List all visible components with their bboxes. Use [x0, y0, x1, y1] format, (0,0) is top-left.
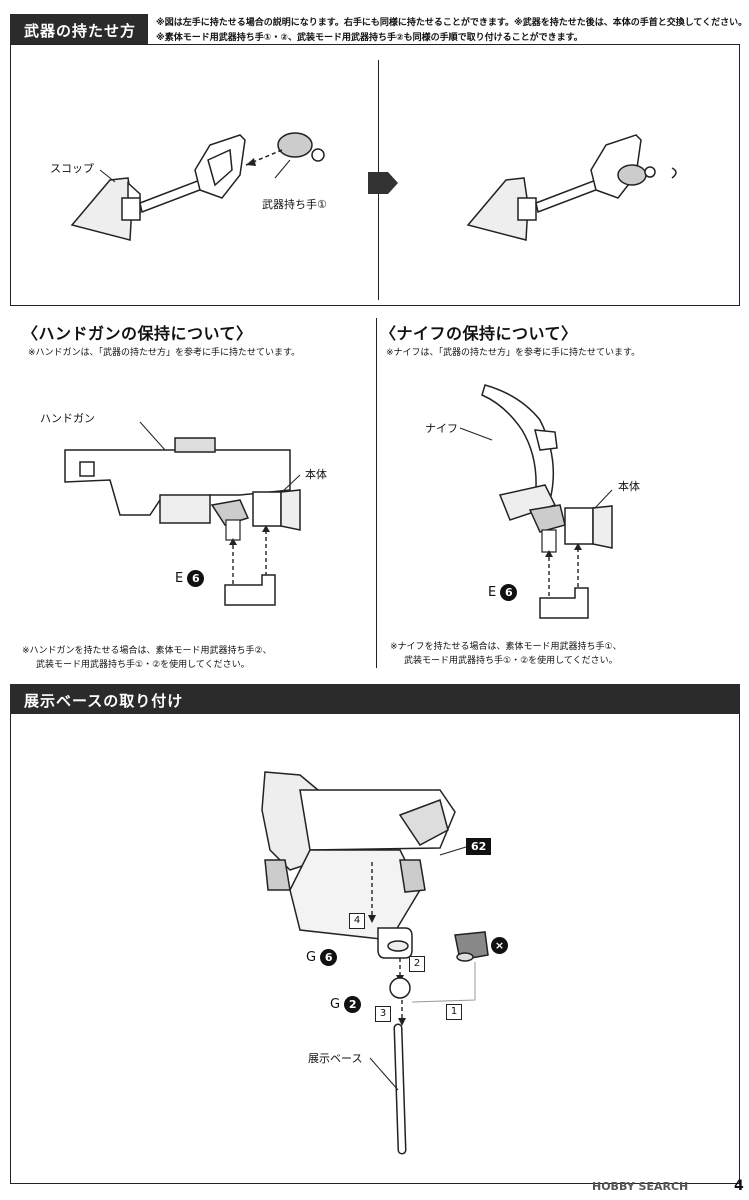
handgun-footnote-1: ※ハンドガンを持たせる場合は、素体モード用武器持ち手②、: [22, 646, 272, 656]
part-letter: E: [488, 585, 497, 600]
step-1: 1: [446, 1004, 462, 1020]
g6-part: [377, 927, 413, 959]
label-shovel: スコップ: [50, 162, 94, 175]
part-number-badge: 6: [320, 949, 338, 966]
base-diagram-frame: [10, 714, 740, 1184]
knife-part-e6: E 6: [488, 584, 518, 601]
part-letter: E: [175, 571, 184, 586]
handgun-note: ※ハンドガンは、「武器の持たせ方」を参考に手に持たせています。: [28, 348, 301, 358]
section-header-base: 展示ベースの取り付け: [10, 684, 740, 714]
knife-note: ※ナイフは、「武器の持たせ方」を参考に手に持たせています。: [386, 348, 641, 358]
label-display-base: 展示ベース: [308, 1052, 363, 1065]
knife-footnote-2: 武装モード用武器持ち手①・②を使用してください。: [404, 656, 618, 666]
handgun-body-wrist: [252, 489, 301, 531]
wrong-mark-icon: ×: [491, 937, 508, 954]
part-letter: G: [306, 950, 317, 965]
label-handgun: ハンドガン: [40, 412, 95, 425]
g2-part: [389, 977, 411, 999]
label-handgun-body: 本体: [305, 468, 327, 481]
part-number-badge: 2: [344, 996, 362, 1013]
section-title-weapon: 武器の持たせ方: [24, 22, 137, 40]
page-number: 4: [734, 1178, 744, 1194]
step-3: 3: [375, 1006, 391, 1022]
part-g6: G 6: [306, 949, 338, 966]
weapon-note-2: ※素体モード用武器持ち手①・②、武装モード用武器持ち手②も同様の手順で取り付ける…: [156, 33, 583, 43]
part-badge-62: 62: [466, 838, 492, 855]
handgun-illustration: [64, 437, 291, 524]
step-4: 4: [349, 913, 365, 929]
knife-footnote-1: ※ナイフを持たせる場合は、素体モード用武器持ち手①、: [390, 642, 622, 652]
knife-heading: 〈ナイフの保持について〉: [380, 324, 578, 343]
handgun-heading: 〈ハンドガンの保持について〉: [22, 324, 253, 343]
handgun-knife-divider: [376, 318, 377, 668]
weapon-note-1: ※図は左手に持たせる場合の説明になります。右手にも同様に持たせることができます。…: [156, 18, 748, 28]
wrong-part: [454, 931, 489, 962]
handgun-hand: [210, 499, 250, 526]
shovel-assembled-illustration: [466, 134, 656, 241]
weapon-hand-part: [277, 132, 325, 162]
label-knife: ナイフ: [425, 422, 458, 435]
part-badge-62-text: 62: [471, 840, 487, 853]
section-header-weapon: 武器の持たせ方: [10, 14, 148, 44]
hobbysearch-watermark: HOBBY SEARCH: [592, 1180, 689, 1193]
handgun-footnote-2: 武装モード用武器持ち手①・②を使用してください。: [36, 660, 250, 670]
part-letter: G: [330, 997, 341, 1012]
part-g2: G 2: [330, 996, 362, 1013]
figure-waist-illustration: [261, 771, 456, 941]
part-number-badge: 6: [500, 584, 518, 601]
label-weapon-hand: 武器持ち手①: [262, 198, 327, 211]
part-number-badge: 6: [187, 570, 205, 587]
weapon-diagram-frame: [10, 44, 740, 306]
handgun-part-e6: E 6: [175, 570, 205, 587]
label-knife-body: 本体: [618, 480, 640, 493]
step-2: 2: [409, 956, 425, 972]
knife-body-wrist: [564, 505, 613, 549]
knife-illustration: [481, 384, 558, 521]
shovel-illustration: [70, 134, 246, 241]
section-title-base: 展示ベースの取り付け: [24, 692, 184, 710]
